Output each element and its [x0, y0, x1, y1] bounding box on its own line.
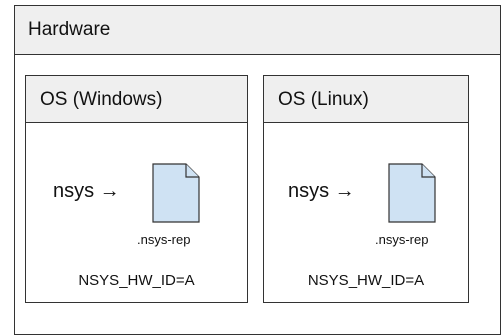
os-windows-title: OS (Windows)	[40, 89, 163, 110]
nsys-command: nsys →	[288, 180, 355, 202]
os-windows-box: OS (Windows) nsys → .nsys-rep NSYS_HW_ID…	[25, 75, 248, 303]
file-label: .nsys-rep	[137, 232, 191, 247]
document-icon	[388, 163, 436, 223]
os-linux-title: OS (Linux)	[278, 89, 369, 110]
os-linux-header: OS (Linux)	[264, 76, 468, 123]
os-windows-header: OS (Windows)	[26, 76, 247, 123]
hardware-title: Hardware	[28, 19, 111, 40]
os-linux-box: OS (Linux) nsys → .nsys-rep NSYS_HW_ID=A	[263, 75, 469, 303]
hardware-header: Hardware	[15, 6, 500, 55]
document-icon	[152, 163, 200, 223]
hw-id-label: NSYS_HW_ID=A	[78, 272, 195, 289]
nsys-command: nsys →	[53, 180, 120, 202]
hw-id-label: NSYS_HW_ID=A	[307, 272, 425, 289]
file-label: .nsys-rep	[375, 232, 429, 247]
